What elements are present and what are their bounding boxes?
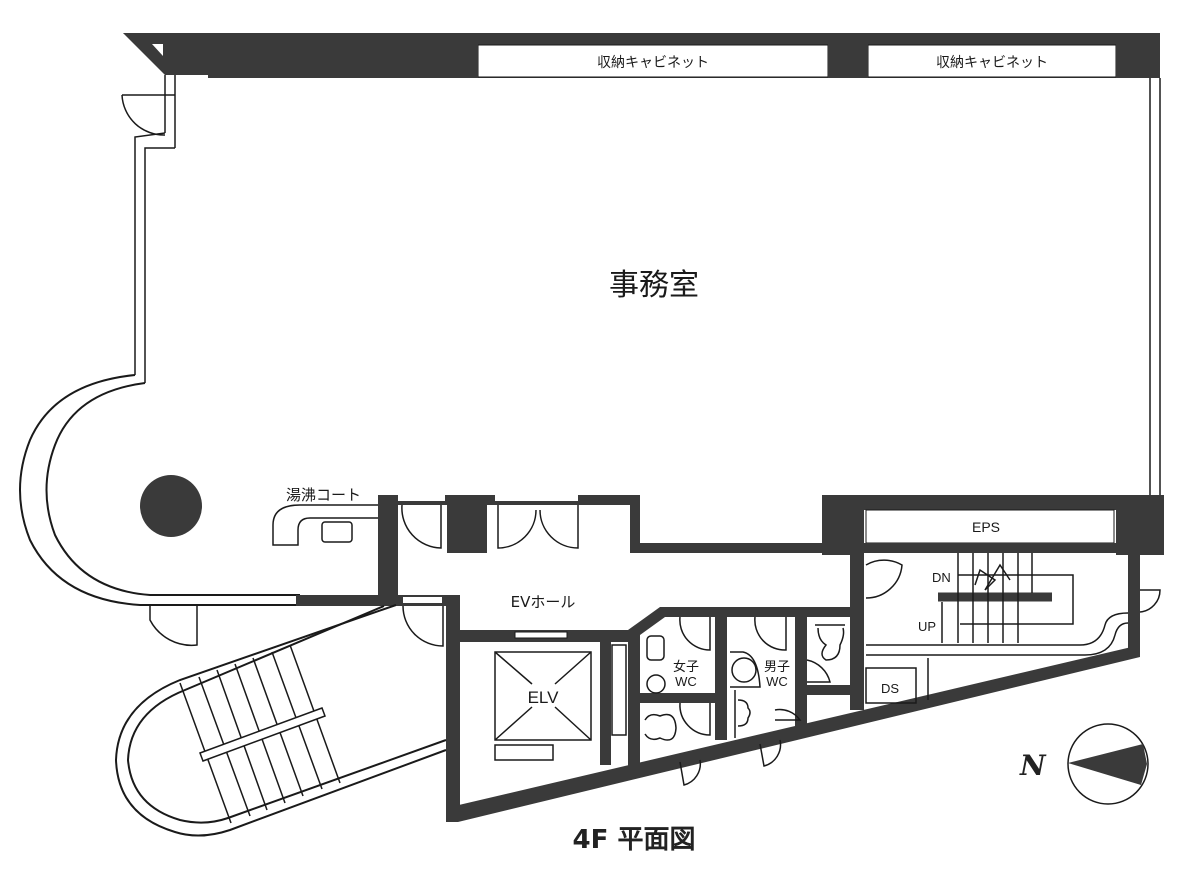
stair-down-label: DN (932, 570, 951, 585)
ev-hall-label: EVホール (511, 593, 576, 611)
cabinet-1 (477, 44, 829, 78)
womens-wc-label-1: 女子 (673, 659, 699, 675)
north-label: N (1019, 749, 1047, 782)
eps-room (865, 509, 1115, 544)
womens-wc-label-2: WC (675, 674, 697, 689)
north-arrow: N (1019, 723, 1149, 805)
cabinet-1-label: 収納キャビネット (597, 55, 709, 71)
ds-label: DS (881, 681, 899, 696)
mens-wc-label-1: 男子 (764, 660, 790, 675)
office-label: 事務室 (609, 268, 699, 303)
stairs-right (938, 553, 1074, 643)
mens-wc-label-2: WC (766, 674, 788, 689)
stair-up-label: UP (918, 619, 936, 634)
column (140, 475, 202, 537)
stairs-left (114, 604, 447, 837)
elevator-label: ELV (528, 688, 560, 707)
cabinet-2-label: 収納キャビネット (936, 55, 1048, 71)
eps-label: EPS (972, 519, 1000, 535)
cabinet-2 (867, 44, 1117, 78)
elevator (494, 651, 592, 761)
kitchenette-label: 湯沸コート (286, 486, 361, 504)
plan-title: 4F 平面図 (573, 825, 696, 855)
